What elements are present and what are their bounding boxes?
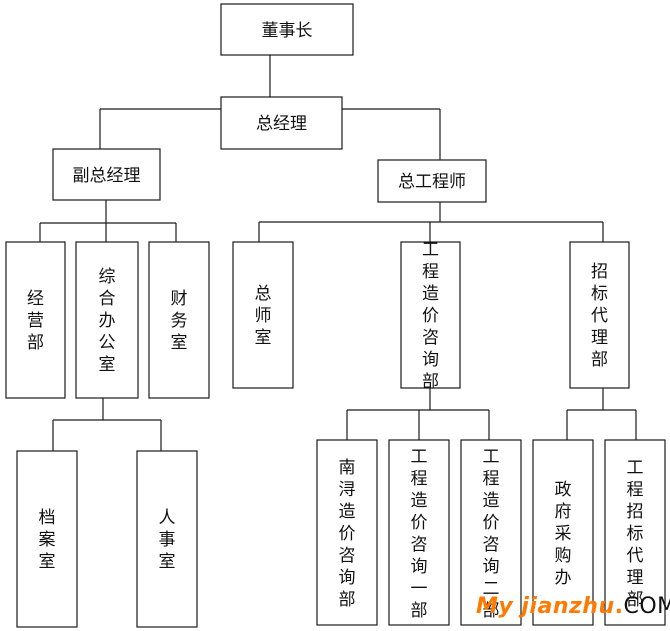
node-deputy-gm: 副总经理: [52, 148, 161, 201]
node-bidding-agency-dept: 招标代理部: [569, 241, 630, 389]
node-gov-procurement: 政府采购办: [532, 439, 594, 626]
watermark-dot: .: [614, 594, 624, 619]
node-cost-consulting-dept: 工程造价咨询部: [400, 240, 461, 392]
watermark-main: My jianzhu: [476, 594, 615, 619]
node-deputy-gm-label: 副总经理: [73, 166, 141, 186]
node-cost-dept-one-label: 工程造价咨询一部: [411, 447, 428, 621]
node-chairman: 董事长: [220, 3, 354, 56]
node-cost-consulting-dept-label: 工程造价咨询部: [422, 240, 439, 392]
node-general-manager-label: 总经理: [256, 114, 307, 134]
node-chief-engineer: 总工程师: [377, 159, 487, 203]
node-general-office: 综合办公室: [75, 241, 139, 399]
connector-lines: [39, 55, 637, 451]
node-business-dept: 经营部: [5, 241, 66, 399]
node-cost-dept-two: 工程造价咨询二部: [460, 439, 522, 626]
node-chairman-label: 董事长: [262, 21, 313, 41]
node-nanxun-cost-dept-label: 南浔造价咨询部: [339, 458, 356, 610]
node-hr-room-label: 人事室: [159, 508, 176, 572]
node-cost-dept-two-label: 工程造价咨询二部: [483, 447, 500, 621]
node-nanxun-cost-dept: 南浔造价咨询部: [316, 439, 378, 626]
node-archives-room: 档案室: [16, 450, 78, 628]
node-chief-engineer-office-label: 总师室: [255, 284, 272, 348]
node-finance-office-label: 财务室: [171, 289, 188, 353]
node-business-dept-label: 经营部: [27, 289, 44, 353]
node-general-manager: 总经理: [220, 96, 343, 150]
node-cost-dept-one: 工程造价咨询一部: [388, 439, 450, 626]
node-bidding-agency-sub: 工程招标代理部: [604, 439, 666, 626]
node-bidding-agency-dept-label: 招标代理部: [591, 262, 608, 370]
node-archives-room-label: 档案室: [39, 508, 56, 572]
node-hr-room: 人事室: [136, 450, 198, 628]
node-general-office-label: 综合办公室: [99, 267, 116, 375]
node-bidding-agency-sub-label: 工程招标代理部: [627, 458, 644, 610]
node-chief-engineer-label: 总工程师: [398, 172, 466, 192]
node-gov-procurement-label: 政府采购办: [555, 480, 572, 588]
site-watermark: My jianzhu.COM: [476, 594, 670, 619]
watermark-suffix: COM: [623, 594, 670, 619]
node-finance-office: 财务室: [148, 241, 210, 399]
node-chief-engineer-office: 总师室: [232, 241, 294, 389]
